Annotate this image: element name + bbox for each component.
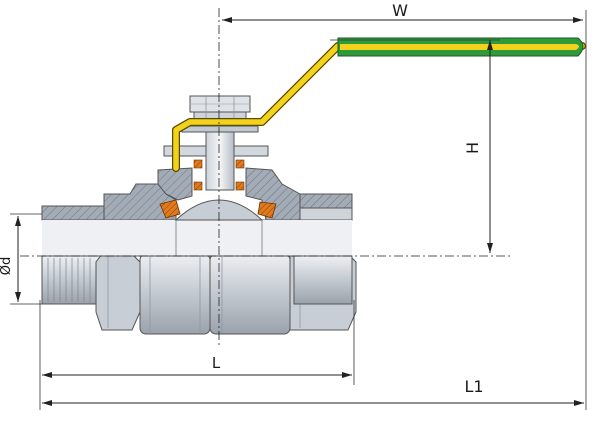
label-h: H (463, 142, 482, 154)
dimension-w: W (222, 1, 583, 23)
lever-handle (172, 37, 586, 172)
dimension-l: L (42, 354, 352, 378)
label-d: Ød (0, 257, 14, 275)
valve-body-lower-view (41, 253, 357, 335)
dimension-d: Ød (0, 216, 21, 302)
seat-seal-right (257, 201, 277, 219)
center-lines (20, 8, 510, 345)
label-l1: L1 (464, 377, 483, 396)
label-w: W (392, 1, 408, 20)
seat-seal-left (159, 199, 181, 219)
extension-lines (10, 10, 587, 410)
label-l: L (212, 354, 221, 372)
valve-body-section (41, 159, 353, 257)
dimension-h: H (463, 40, 493, 253)
dimension-l1: L1 (42, 377, 584, 406)
